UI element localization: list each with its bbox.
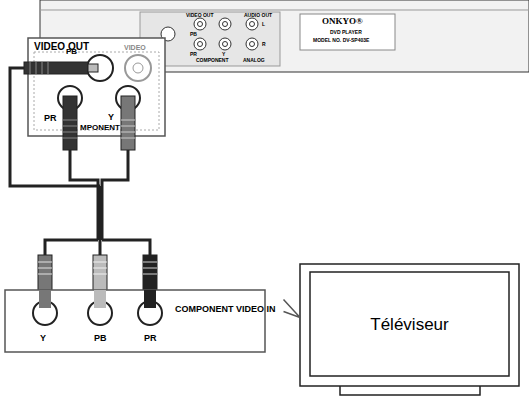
part-label: Y: [108, 113, 114, 122]
part-label: PR: [44, 114, 57, 123]
inset-panel: [28, 38, 165, 136]
part-label: ANALOG: [243, 58, 265, 63]
part-label: COMPONENT: [196, 58, 229, 63]
part-label: PR: [144, 334, 157, 343]
callout-pointer: [284, 300, 300, 318]
part-label: VIDEO OUT: [186, 13, 214, 18]
cables: [10, 68, 150, 255]
node-text: Téléviseur: [370, 315, 448, 335]
part-label: PB: [66, 48, 77, 56]
part-label: PB: [190, 32, 197, 37]
part-label: Y: [222, 52, 225, 57]
tv-outline: [300, 264, 519, 395]
part-label: PR: [190, 52, 197, 57]
part-label: AUDIO OUT: [244, 13, 272, 18]
part-label: PB: [94, 334, 107, 343]
tv-screen: Téléviseur: [300, 264, 519, 386]
callout-shape: [5, 290, 265, 352]
part-label: Y: [40, 334, 46, 343]
plugs: [24, 62, 157, 297]
part-label: VIDEO: [124, 44, 146, 51]
part-label: MPONENT: [80, 124, 120, 132]
part-label: MODEL NO. DV-SP403E: [313, 38, 369, 43]
node-text: COMPONENT VIDEO IN: [175, 304, 276, 315]
part-label: DVD PLAYER: [330, 30, 362, 35]
part-label: L: [262, 22, 265, 27]
part-label: R: [262, 42, 266, 47]
part-label: ONKYO®: [322, 17, 363, 26]
